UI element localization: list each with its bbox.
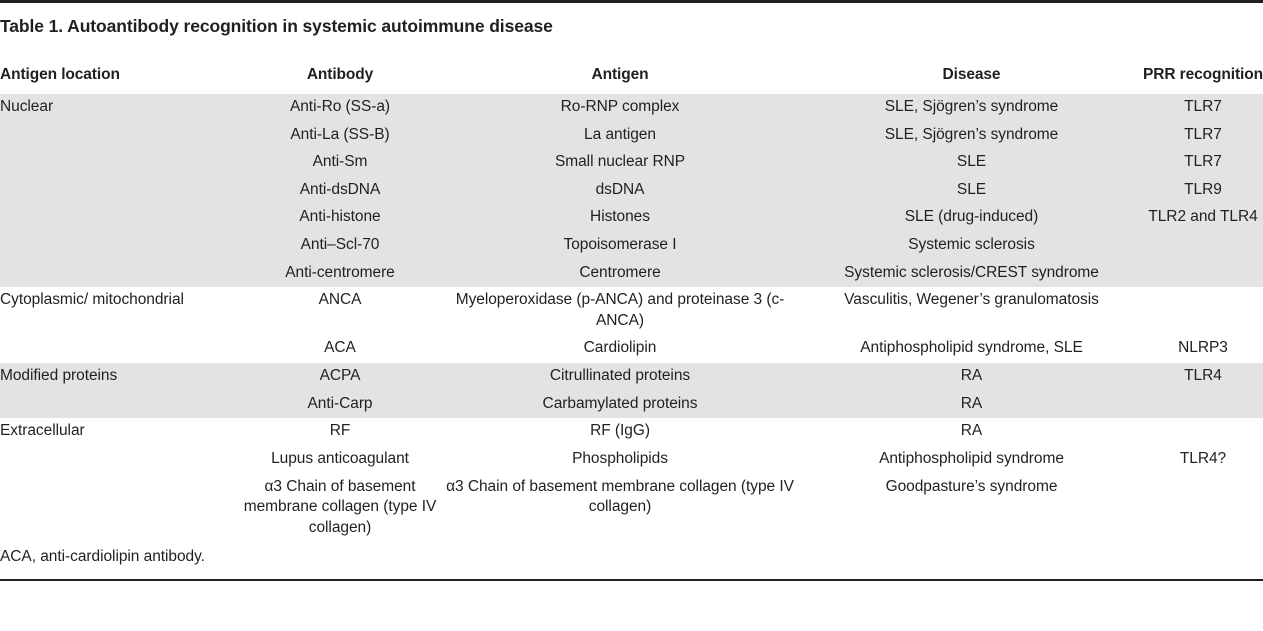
column-header-prr-recognition: PRR recognition <box>1143 66 1263 83</box>
cell-antibody: Anti-Carp <box>240 390 440 419</box>
autoantibody-table: Antigen location Antibody Antigen Diseas… <box>0 66 1263 543</box>
cell-disease: Vasculitis, Wegener’s granulomatosis <box>800 287 1143 336</box>
cell-antigen-location: Modified proteins <box>0 363 240 391</box>
cell-prr-recognition: NLRP3 <box>1143 335 1263 364</box>
column-header-antigen: Antigen <box>591 66 649 83</box>
cell-disease: Antiphospholipid syndrome, SLE <box>800 335 1143 364</box>
table-row: α3 Chain of basement membrane collagen (… <box>0 473 1263 543</box>
cell-antigen-location <box>0 259 240 288</box>
cell-antigen: α3 Chain of basement membrane collagen (… <box>440 473 800 543</box>
cell-antigen: Small nuclear RNP <box>440 149 800 177</box>
cell-disease: RA <box>800 390 1143 419</box>
cell-antigen-location <box>0 445 240 474</box>
cell-disease: Goodpasture’s syndrome <box>800 473 1143 543</box>
cell-antigen-location <box>0 176 240 205</box>
cell-antigen: Topoisomerase I <box>440 232 800 260</box>
cell-antibody: ACA <box>240 335 440 364</box>
cell-prr-recognition: TLR4? <box>1143 445 1263 474</box>
cell-prr-recognition <box>1143 232 1263 260</box>
cell-disease: RA <box>800 418 1143 446</box>
cell-antigen-location <box>0 335 240 364</box>
cell-antibody: Anti-La (SS-B) <box>240 121 440 150</box>
cell-disease: SLE <box>800 176 1143 205</box>
cell-antigen-location <box>0 390 240 419</box>
table-header: Antigen location Antibody Antigen Diseas… <box>0 66 1263 94</box>
header-row: Antigen location Antibody Antigen Diseas… <box>0 66 1263 94</box>
cell-prr-recognition: TLR9 <box>1143 176 1263 205</box>
cell-prr-recognition: TLR7 <box>1143 121 1263 150</box>
cell-disease: Antiphospholipid syndrome <box>800 445 1143 474</box>
cell-antigen: Phospholipids <box>440 445 800 474</box>
cell-antigen: Citrullinated proteins <box>440 363 800 391</box>
cell-antigen-location <box>0 232 240 260</box>
cell-antigen: Myeloperoxidase (p-ANCA) and proteinase … <box>440 287 800 336</box>
cell-prr-recognition: TLR4 <box>1143 363 1263 391</box>
cell-antigen: Histones <box>440 204 800 233</box>
cell-prr-recognition <box>1143 287 1263 336</box>
cell-prr-recognition: TLR7 <box>1143 94 1263 122</box>
cell-antigen: Centromere <box>440 259 800 288</box>
cell-antigen: Carbamylated proteins <box>440 390 800 419</box>
cell-prr-recognition: TLR7 <box>1143 149 1263 177</box>
cell-antigen-location <box>0 149 240 177</box>
table-bottom-rule <box>0 579 1263 581</box>
cell-antigen-location: Cytoplasmic/ mitochondrial <box>0 287 240 336</box>
cell-disease: Systemic sclerosis <box>800 232 1143 260</box>
cell-antibody: Anti–Scl-70 <box>240 232 440 260</box>
cell-disease: SLE, Sjögren’s syndrome <box>800 121 1143 150</box>
cell-antibody: Anti-Sm <box>240 149 440 177</box>
cell-antigen: dsDNA <box>440 176 800 205</box>
cell-antibody: Anti-histone <box>240 204 440 233</box>
cell-disease: SLE (drug-induced) <box>800 204 1143 233</box>
cell-prr-recognition <box>1143 418 1263 446</box>
table-title: Table 1. Autoantibody recognition in sys… <box>0 16 553 36</box>
cell-antibody: Lupus anticoagulant <box>240 445 440 474</box>
cell-antigen: Ro-RNP complex <box>440 94 800 122</box>
cell-disease: SLE <box>800 149 1143 177</box>
cell-disease: Systemic sclerosis/CREST syndrome <box>800 259 1143 288</box>
cell-disease: SLE, Sjögren’s syndrome <box>800 94 1143 122</box>
cell-prr-recognition: TLR2 and TLR4 <box>1143 204 1263 233</box>
cell-antibody: ACPA <box>240 363 440 391</box>
cell-antigen-location <box>0 121 240 150</box>
cell-antibody: ANCA <box>240 287 440 336</box>
cell-prr-recognition <box>1143 473 1263 543</box>
cell-antigen: RF (IgG) <box>440 418 800 446</box>
table-top-rule <box>0 0 1263 3</box>
cell-antigen: Cardiolipin <box>440 335 800 364</box>
column-header-antigen-location: Antigen location <box>0 66 120 83</box>
cell-antibody: Anti-centromere <box>240 259 440 288</box>
cell-antibody: α3 Chain of basement membrane collagen (… <box>240 473 440 543</box>
cell-antigen-location <box>0 204 240 233</box>
cell-antigen: La antigen <box>440 121 800 150</box>
cell-prr-recognition <box>1143 259 1263 288</box>
column-header-antibody: Antibody <box>306 66 374 83</box>
table-footnote: ACA, anti-cardiolipin antibody. <box>0 548 205 565</box>
cell-prr-recognition <box>1143 390 1263 419</box>
cell-antigen-location: Extracellular <box>0 418 240 446</box>
cell-antigen-location: Nuclear <box>0 94 240 122</box>
cell-antibody: Anti-dsDNA <box>240 176 440 205</box>
cell-disease: RA <box>800 363 1143 391</box>
cell-antibody: Anti-Ro (SS-a) <box>240 94 440 122</box>
column-header-disease: Disease <box>942 66 1001 83</box>
cell-antigen-location <box>0 473 240 543</box>
cell-antibody: RF <box>240 418 440 446</box>
